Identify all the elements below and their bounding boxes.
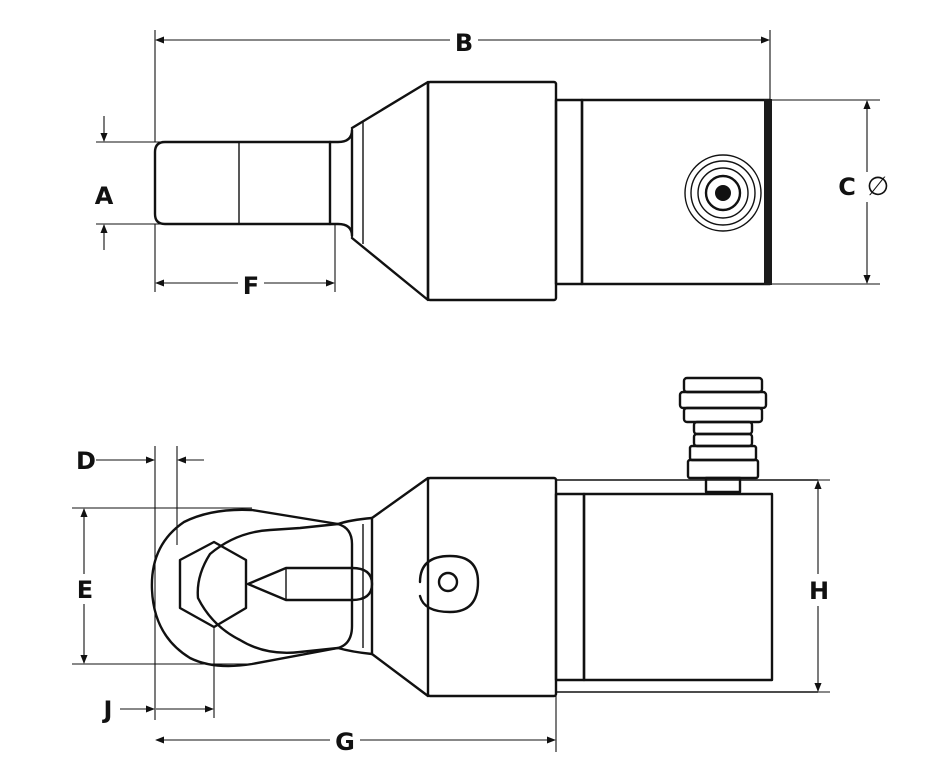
dimension-label-f: F [243, 272, 259, 300]
label-g-background [330, 726, 360, 754]
top-head [426, 80, 558, 302]
dimension-label-h: H [809, 577, 829, 605]
label-f-background [238, 271, 264, 297]
bottom-coupler [678, 376, 768, 494]
dimension-labels: B A F C ∅ D E J G H [72, 28, 894, 756]
bottom-view [150, 376, 818, 698]
bottom-head [426, 476, 558, 698]
bottom-jaw-frame [150, 508, 374, 668]
label-e-background [72, 574, 98, 604]
bottom-collar [554, 492, 586, 682]
diameter-symbol: ∅ [867, 172, 890, 202]
top-cylinder [580, 98, 772, 286]
bottom-jaw-inner [196, 522, 354, 654]
dimension-label-b: B [455, 29, 473, 57]
dimension-label-e: E [77, 576, 93, 604]
bottom-hex-nut [178, 540, 248, 629]
dimension-label-c: C [838, 173, 856, 201]
bottom-pivot-boss [418, 554, 480, 614]
bottom-chisel-blade [246, 566, 374, 602]
top-view [153, 80, 772, 302]
dimension-label-j: J [102, 696, 113, 724]
label-b-background [450, 28, 478, 54]
dimension-label-g: G [335, 728, 355, 756]
top-cylinder-band [764, 99, 772, 285]
label-c-background [838, 172, 894, 202]
top-blade [153, 140, 332, 226]
bottom-cylinder [582, 492, 774, 682]
label-h-background [805, 574, 833, 606]
bottom-cone [370, 476, 430, 698]
dimension-label-d: D [76, 447, 96, 475]
top-neck [328, 128, 354, 238]
top-coupler-fitting [684, 154, 762, 232]
top-collar [554, 98, 584, 286]
dimension-label-a: A [95, 182, 114, 210]
